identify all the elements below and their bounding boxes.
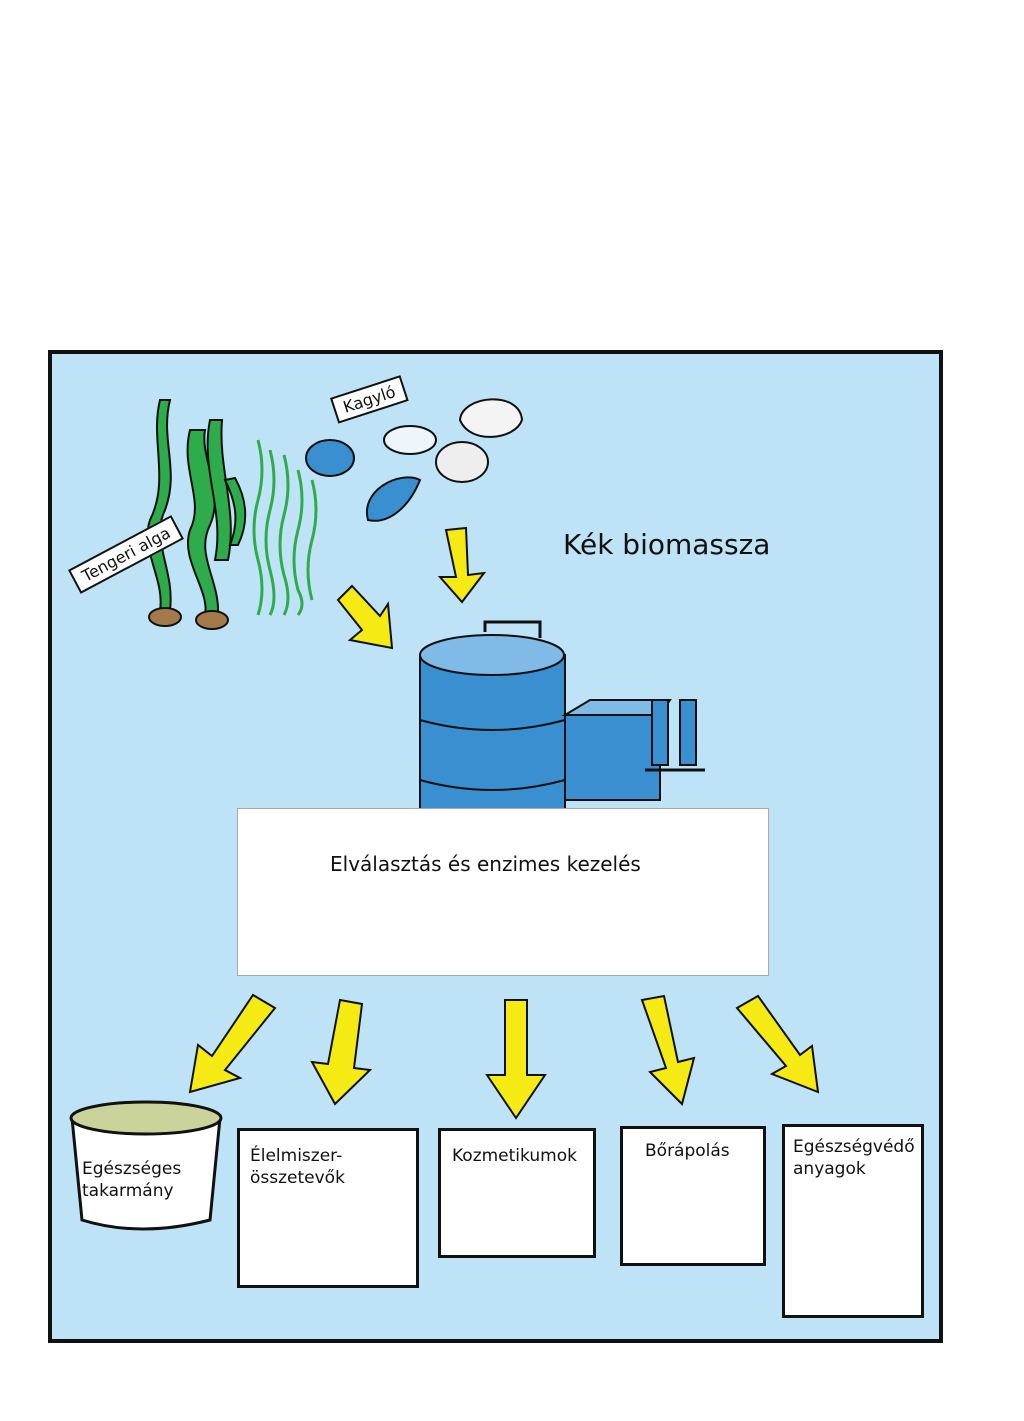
output-food-line1: Élelmiszer-	[250, 1146, 343, 1166]
output-food-line2: összetevők	[250, 1168, 345, 1188]
feed-bucket-icon	[69, 1100, 223, 1231]
seagrass-icon	[252, 439, 318, 616]
output-label-skincare: Bőrápolás	[645, 1140, 730, 1162]
seaweed-icon	[146, 399, 247, 630]
output-label-health: Egészségvédő anyagok	[793, 1136, 915, 1180]
output-box-skincare	[620, 1126, 766, 1266]
diagram-title: Kék biomassza	[563, 528, 771, 561]
shell-icon	[305, 398, 524, 522]
output-feed-line2: takarmány	[82, 1181, 174, 1201]
output-health-line2: anyagok	[793, 1159, 866, 1179]
output-health-line1: Egészségvédő	[793, 1137, 915, 1157]
process-box	[237, 808, 769, 976]
output-box-health	[782, 1124, 924, 1318]
bioreactor-tank-icon	[419, 620, 705, 849]
output-cosmetics-line1: Kozmetikumok	[452, 1146, 577, 1166]
output-skincare-line1: Bőrápolás	[645, 1141, 730, 1161]
output-arrow-icon	[188, 993, 820, 1120]
output-feed-line1: Egészséges	[82, 1159, 182, 1179]
output-box-cosmetics	[438, 1128, 596, 1258]
process-label: Elválasztás és enzimes kezelés	[330, 852, 641, 876]
output-label-feed: Egészséges takarmány	[82, 1158, 181, 1202]
output-label-cosmetics: Kozmetikumok	[452, 1145, 577, 1167]
output-box-food	[237, 1128, 419, 1288]
input-arrow-icon	[336, 526, 487, 650]
output-label-food: Élelmiszer- összetevők	[250, 1145, 345, 1189]
